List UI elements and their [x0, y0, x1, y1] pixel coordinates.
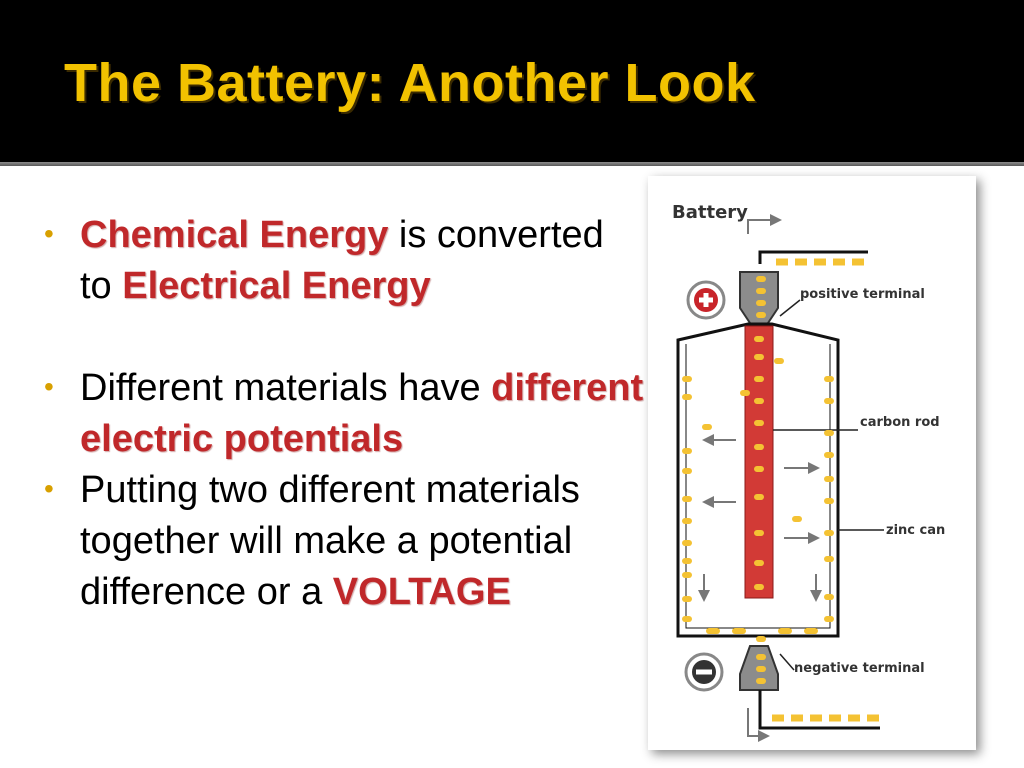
- bullet-item: • Putting two different materials togethe…: [44, 465, 644, 618]
- slide-title: The Battery: Another Look: [64, 53, 756, 113]
- top-wire: [747, 214, 868, 266]
- emphasis-text: different electric potentials: [80, 367, 644, 460]
- rod-electrons: [740, 336, 784, 590]
- plus-symbol-icon: [686, 280, 726, 320]
- figure-title: Battery: [672, 202, 748, 223]
- battery-figure: Battery posit: [648, 176, 976, 750]
- wall-electrons: [682, 376, 834, 634]
- bullet-dot-icon: •: [44, 371, 54, 402]
- positive-terminal-label: positive terminal: [800, 287, 925, 302]
- body-text: is converted to: [80, 214, 604, 307]
- body-text: Different materials have: [80, 367, 492, 409]
- zinc-can-label: zinc can: [886, 523, 945, 538]
- carbon-rod: [744, 325, 774, 599]
- bullet-item: • Chemical Energy is converted to Electri…: [44, 210, 644, 312]
- flow-arrows: [698, 434, 822, 602]
- body-text: Putting two different materials together…: [80, 469, 580, 613]
- carbon-rod-label: carbon rod: [860, 415, 940, 430]
- title-bar: The Battery: Another Look: [0, 0, 1024, 160]
- bullet-list: • Chemical Energy is converted to Electri…: [44, 210, 644, 618]
- bullet-item: • Different materials have different elec…: [44, 363, 644, 465]
- emphasis-text: Chemical Energy: [80, 214, 389, 256]
- title-divider: [0, 162, 1024, 166]
- negative-terminal: [739, 636, 779, 691]
- negative-terminal-label: negative terminal: [794, 661, 925, 676]
- slide-content: • Chemical Energy is converted to Electri…: [0, 166, 1024, 768]
- battery-diagram: Battery posit: [672, 202, 945, 742]
- emphasis-text: VOLTAGE: [332, 571, 511, 613]
- bullet-dot-icon: •: [44, 218, 54, 249]
- bullet-dot-icon: •: [44, 473, 54, 504]
- positive-terminal: [739, 271, 779, 327]
- bottom-wire: [747, 690, 880, 742]
- minus-symbol-icon: [684, 652, 724, 692]
- emphasis-text: Electrical Energy: [122, 265, 431, 307]
